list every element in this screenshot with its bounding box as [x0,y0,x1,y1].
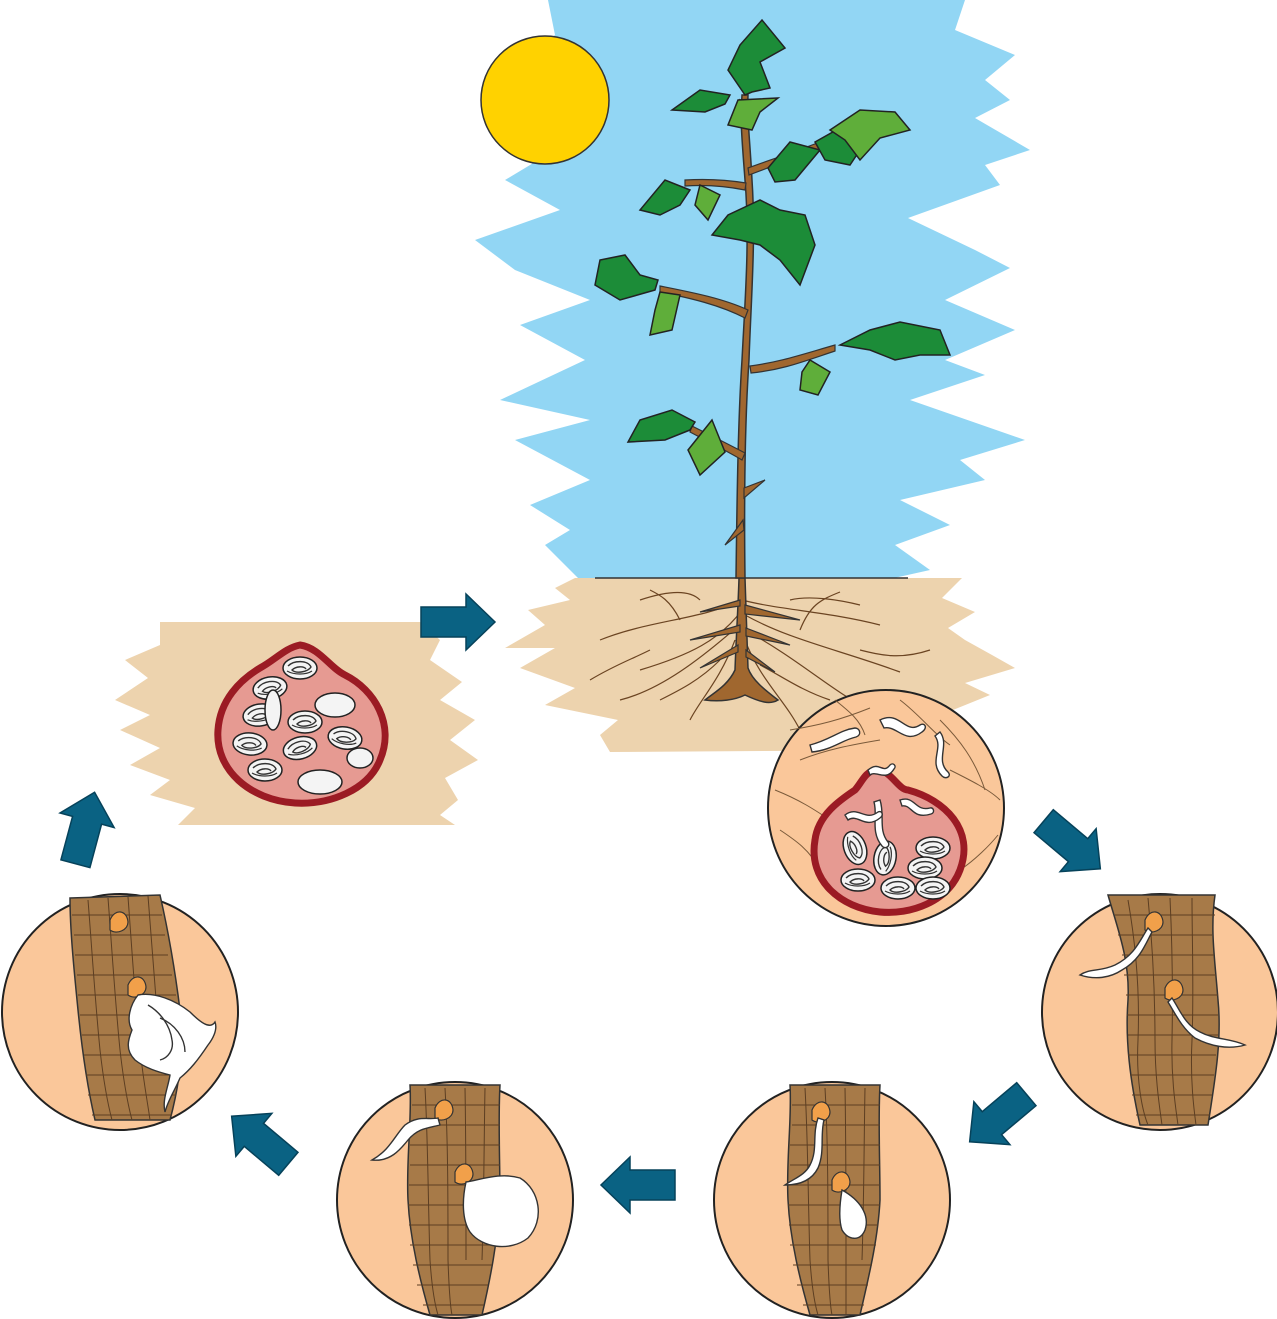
sun-icon [480,35,610,165]
stage-swelling [336,1081,574,1319]
plant-icon [589,18,952,731]
stage-adult-female [1,893,239,1131]
stage-hatching [767,689,1005,927]
stage-feeding [713,1081,951,1319]
stage-invasion [1041,893,1277,1131]
cyst-icon [214,641,389,807]
nematode-icon [809,717,951,849]
